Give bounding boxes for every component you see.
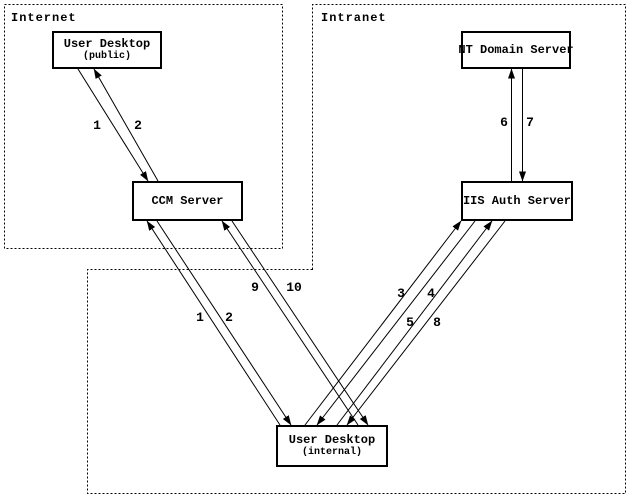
intranet-zone-label: Intranet [321,11,387,25]
arrow-3-internal-desktop-to-iis [304,220,462,426]
arrow-8-iis-to-internal-desktop [346,220,506,426]
flow-label-internal-9: 9 [251,280,259,295]
flow-label-public-2: 2 [134,118,142,133]
flow-label-6: 6 [500,115,508,130]
flow-label-internal-8: 8 [433,315,441,330]
intranet-zone-border [87,4,626,494]
flow-label-internal-3: 3 [397,286,405,301]
internet-zone-border [4,4,283,249]
node-title: CCM Server [151,193,224,208]
node-title: NT Domain Server [458,42,574,57]
node-user-desktop-internal: User Desktop (internal) [276,425,388,467]
flow-label-internal-1: 1 [196,310,204,325]
node-title: User Desktop [63,37,151,51]
arrow-1-public-desktop-to-ccm [77,68,149,182]
flow-label-internal-2: 2 [225,310,233,325]
internet-zone-label: Internet [11,11,77,25]
flow-label-public-1: 1 [93,118,101,133]
arrow-5-internal-desktop-to-iis [336,220,493,426]
flow-label-7: 7 [526,115,534,130]
arrow-9-internal-desktop-to-ccm [221,220,359,426]
node-ccm-server: CCM Server [132,181,243,221]
flow-label-internal-5: 5 [406,315,414,330]
node-nt-domain-server: NT Domain Server [458,31,574,69]
node-subtitle: (public) [82,51,131,62]
arrow-10-ccm-to-internal-desktop [231,220,369,426]
flow-label-internal-4: 4 [427,286,435,301]
arrow-2-ccm-to-public-desktop [93,68,159,182]
node-title: IIS Auth Server [462,193,572,208]
arrow-2-ccm-to-internal-desktop [156,220,292,426]
arrow-1-internal-desktop-to-ccm [146,220,281,426]
flow-label-internal-10: 10 [286,280,302,295]
node-iis-auth-server: IIS Auth Server [461,181,573,221]
arrow-4-iis-to-internal-desktop [316,220,476,426]
node-subtitle: (internal) [301,447,362,458]
node-user-desktop-public: User Desktop (public) [52,31,162,69]
node-title: User Desktop [288,433,376,447]
